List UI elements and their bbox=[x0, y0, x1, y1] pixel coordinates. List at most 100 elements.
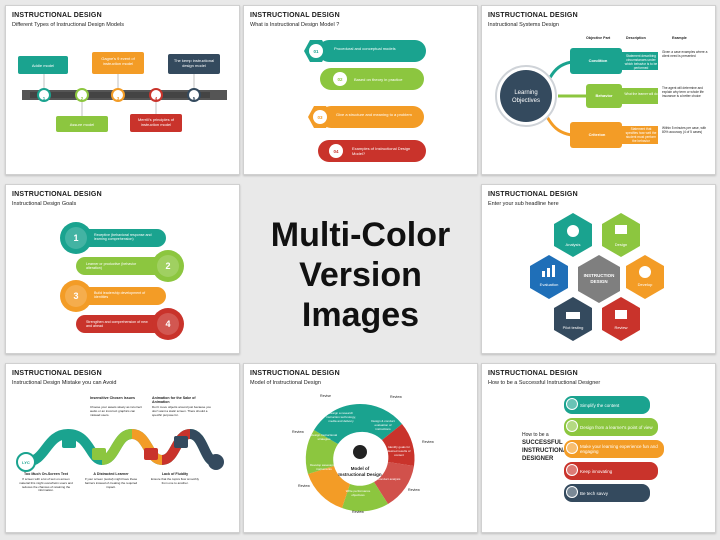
center-label: Model of Instructional Design bbox=[338, 466, 382, 477]
goal-label: Strengthen and comprehension of new and … bbox=[86, 320, 148, 329]
tip-label: Keep innovating bbox=[580, 468, 613, 474]
goal-label: Receptive (behavioral response and learn… bbox=[94, 233, 152, 242]
mistake-body: Don't move objects around just because y… bbox=[152, 405, 211, 417]
row-part: Criterion bbox=[588, 132, 606, 137]
mistake-heading: Too Much On-Screen Text bbox=[24, 472, 68, 476]
thumbnail-types-of-models[interactable]: INSTRUCTIONAL DESIGN Different Types of … bbox=[5, 5, 240, 175]
tip-item: Make your learning experience fun and en… bbox=[564, 440, 664, 458]
mistake-heading: Lack of Fluidity bbox=[161, 472, 189, 476]
model-label: Gagne's 9 event of instruction model bbox=[101, 56, 135, 66]
goal-label: Learner or productive (behavior alterati… bbox=[86, 262, 137, 271]
thumbnail-hexagon-cycle[interactable]: INSTRUCTIONAL DESIGN Enter your sub head… bbox=[481, 184, 716, 354]
step-label: Based on theory in practice bbox=[354, 77, 403, 82]
mistake-body: If screen with a lot of text on-screen m… bbox=[19, 477, 73, 493]
row-description: Statement that specifies how well the st… bbox=[625, 127, 657, 143]
left-text: INSTRUCTIONAL bbox=[522, 448, 571, 454]
cycle-segment: Design instructional strategies bbox=[310, 433, 338, 441]
review-label: Review bbox=[422, 440, 434, 444]
card-subtitle: Instructional Systems Design bbox=[488, 22, 559, 28]
row-part: Behavior bbox=[595, 93, 613, 98]
review-label: Review bbox=[352, 510, 364, 514]
step-number: 4 bbox=[154, 96, 158, 101]
mistake-body: Choose your assets wisely as incorrect a… bbox=[90, 405, 142, 417]
row-description: What the learner will do bbox=[624, 92, 658, 96]
goal-number: 4 bbox=[165, 319, 171, 329]
thumbnail-successful-designer[interactable]: INSTRUCTIONAL DESIGN How to be a Success… bbox=[481, 363, 716, 533]
goal-number: 2 bbox=[165, 261, 171, 271]
thumbnail-design-goals[interactable]: INSTRUCTIONAL DESIGN Instructional Desig… bbox=[5, 184, 240, 354]
cycle-segment: Develop assessment instruments bbox=[310, 463, 338, 471]
thumbnail-mistakes-to-avoid[interactable]: INSTRUCTIONAL DESIGN Instructional Desig… bbox=[5, 363, 240, 533]
hexagon-graphic bbox=[530, 213, 664, 341]
thumbnail-what-is-model[interactable]: INSTRUCTIONAL DESIGN What is Instruction… bbox=[243, 5, 478, 175]
cycle-segment: Design a research instruction technology… bbox=[326, 411, 356, 423]
center-label: Learning Objectives bbox=[511, 90, 540, 104]
row-example: Within 5 minutes per case, with 80% accu… bbox=[662, 126, 707, 134]
mistake-heading: Animation for the Sake of Animation bbox=[152, 396, 196, 405]
cycle-segment: Identify goals for desired results of co… bbox=[387, 445, 411, 457]
heading-line: Multi-Color bbox=[270, 216, 451, 254]
row-part: Condition bbox=[588, 58, 608, 63]
tip-label: Design from a learner's point of view bbox=[580, 424, 653, 430]
step-number: 3 bbox=[116, 96, 120, 101]
step-number: 5 bbox=[192, 96, 196, 101]
card-subtitle: How to be a Successful Instructional Des… bbox=[488, 380, 601, 386]
step-number: 1 bbox=[42, 96, 46, 101]
row-description: Statement describing circumstances under… bbox=[624, 54, 658, 70]
hexagon-label: Evaluation bbox=[539, 282, 559, 287]
mistake-heading: A Distracted Learner bbox=[93, 472, 129, 476]
card-title: INSTRUCTIONAL DESIGN bbox=[250, 12, 340, 19]
card-title: INSTRUCTIONAL DESIGN bbox=[488, 191, 578, 198]
card-subtitle: Instructional Design Mistake you can Avo… bbox=[12, 380, 117, 386]
card-title: INSTRUCTIONAL DESIGN bbox=[12, 191, 102, 198]
card-title: INSTRUCTIONAL DESIGN bbox=[12, 12, 102, 19]
card-title: INSTRUCTIONAL DESIGN bbox=[250, 370, 340, 377]
center-heading: Multi-Color Version Images bbox=[243, 215, 478, 335]
hexagon-label: Pilot testing bbox=[562, 325, 584, 330]
step-number: 01 bbox=[313, 49, 319, 54]
hexagon-label: Analysis bbox=[565, 242, 581, 247]
road-graphic bbox=[16, 428, 224, 472]
mistake-body: Ensure that the topics flow smoothly fro… bbox=[150, 477, 200, 485]
step-number: 2 bbox=[80, 96, 84, 101]
goals-graphic bbox=[60, 222, 184, 340]
step-number: 04 bbox=[333, 149, 339, 154]
row-example: The agent will determine and explain why… bbox=[662, 86, 704, 98]
goal-label: Build leadership development of identiti… bbox=[94, 291, 146, 300]
card-subtitle: What is Instructional Design Model ? bbox=[250, 22, 340, 28]
row-example: Given a case examples where a client nee… bbox=[662, 50, 708, 58]
goal-number: 1 bbox=[73, 233, 79, 243]
tip-label: Be tech savvy bbox=[580, 490, 609, 496]
card-subtitle: Different Types of Instructional Design … bbox=[12, 22, 124, 28]
model-label: Addie model bbox=[31, 63, 55, 68]
steps-graphic bbox=[304, 40, 426, 162]
goal-number: 3 bbox=[73, 291, 79, 301]
hexagon-label: Review bbox=[614, 325, 628, 330]
hexagon-label: Design bbox=[614, 242, 628, 247]
mistake-body: If your screen (social) might have these… bbox=[84, 477, 138, 489]
card-title: INSTRUCTIONAL DESIGN bbox=[488, 12, 578, 19]
column-header: Objective Part bbox=[586, 36, 611, 40]
cycle-segment: Write performance objectives bbox=[345, 489, 371, 497]
thumbnail-systems-design[interactable]: INSTRUCTIONAL DESIGN Instructional Syste… bbox=[481, 5, 716, 175]
mistake-heading: Insensitive Chosen Issues bbox=[90, 396, 135, 400]
tip-item: Simplify the content bbox=[564, 396, 650, 414]
column-header: Example bbox=[672, 36, 687, 40]
thumbnail-model-cycle[interactable]: INSTRUCTIONAL DESIGN Model of Instructio… bbox=[243, 363, 478, 533]
review-label: Review bbox=[390, 395, 402, 399]
card-title: INSTRUCTIONAL DESIGN bbox=[488, 370, 578, 377]
card-subtitle: Instructional Design Goals bbox=[12, 201, 77, 207]
left-text: How to be a bbox=[522, 432, 549, 438]
step-label: Procedural and conceptual models bbox=[334, 46, 396, 51]
heading-line: Version Images bbox=[299, 256, 422, 334]
cycle-segment: Design & conduct evaluation of instructi… bbox=[371, 419, 395, 431]
column-header: Description bbox=[626, 36, 646, 40]
step-number: 03 bbox=[317, 115, 323, 120]
cycle-graphic bbox=[305, 403, 415, 512]
cycle-segment: Conduct analysis bbox=[377, 477, 401, 481]
tip-item: Keep innovating bbox=[564, 462, 658, 480]
tip-item: Design from a learner's point of view bbox=[564, 418, 658, 436]
review-label: Review bbox=[298, 484, 310, 488]
tip-label: Simplify the content bbox=[580, 402, 620, 408]
center-label: INSTRUCTION DESIGN bbox=[583, 273, 615, 284]
